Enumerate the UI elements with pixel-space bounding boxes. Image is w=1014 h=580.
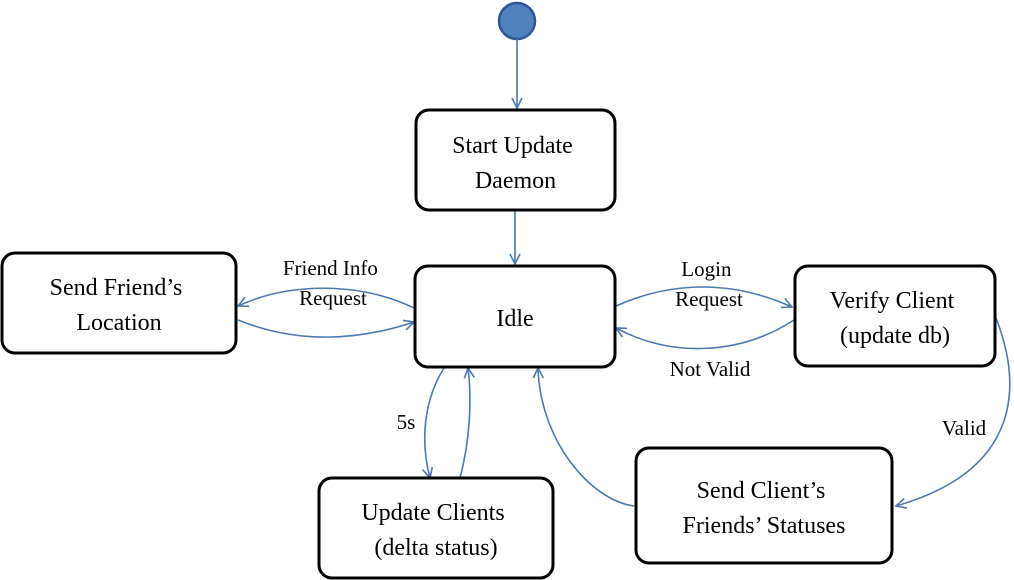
label-login-request: Login Request [675, 257, 743, 311]
edge-update-clients-to-idle [459, 368, 470, 479]
svg-text:Idle: Idle [496, 306, 533, 332]
svg-text:Start Update Daemon: Start Update Daemon [452, 133, 579, 194]
state-idle-label: Idle [496, 306, 533, 332]
edge-send-statuses-to-idle [538, 368, 635, 507]
label-not-valid: Not Valid [670, 357, 751, 381]
state-idle: Idle [413, 264, 617, 369]
state-update-clients: Update Clients (delta status) [317, 476, 555, 580]
edge-send-friends-location-to-idle [237, 319, 414, 338]
label-friend-info-request-line-2: Request [299, 286, 367, 310]
state-send-friends-location-line-1: Send Friend’s [50, 275, 183, 301]
state-verify-client-line-1: Verify Client [830, 288, 955, 314]
state-start-update-daemon-line-2: Daemon [475, 168, 556, 194]
state-start-update-daemon: Start Update Daemon [414, 108, 617, 212]
label-friend-info-request: Friend Info Request [283, 256, 383, 310]
state-send-client-friends-statuses: Send Client’s Friends’ Statuses [634, 446, 894, 565]
initial-state-node [497, 1, 537, 41]
state-verify-client: Verify Client (update db) [793, 264, 997, 368]
label-friend-info-request-line-1: Friend Info [283, 256, 378, 280]
label-5s-text: 5s [397, 410, 416, 434]
label-valid-text: Valid [942, 416, 987, 440]
label-login-request-line-1: Login [681, 257, 732, 281]
edge-idle-to-send-friends-location [238, 287, 415, 309]
state-send-friends-location-line-2: Location [76, 310, 161, 336]
state-update-clients-line-1: Update Clients [361, 500, 504, 526]
label-not-valid-text: Not Valid [670, 357, 751, 381]
state-update-clients-line-2: (delta status) [374, 535, 497, 561]
state-send-friends-location: Send Friend’s Location [0, 251, 238, 355]
state-send-statuses-line-2: Friends’ Statuses [683, 513, 846, 539]
state-send-statuses-line-1: Send Client’s [697, 478, 826, 504]
edge-verify-client-to-send-statuses [896, 317, 1011, 506]
svg-text:Update Clients (delta st: Update Clients (delta status) [361, 500, 510, 561]
label-5s: 5s [397, 410, 416, 434]
svg-text:Verify Client (update db: Verify Client (update db) [830, 288, 961, 349]
edge-idle-to-update-clients [425, 367, 445, 478]
edge-verify-client-to-idle [616, 319, 795, 350]
state-verify-client-line-2: (update db) [840, 323, 950, 349]
label-valid: Valid [942, 416, 987, 440]
svg-text:Send Client’s Friends’ S: Send Client’s Friends’ Statuses [683, 478, 846, 539]
svg-text:Send Friend’s Location: Send Friend’s Location [50, 275, 189, 336]
state-start-update-daemon-line-1: Start Update [452, 133, 573, 159]
label-login-request-line-2: Request [675, 287, 743, 311]
edge-idle-to-verify-client [615, 286, 792, 307]
